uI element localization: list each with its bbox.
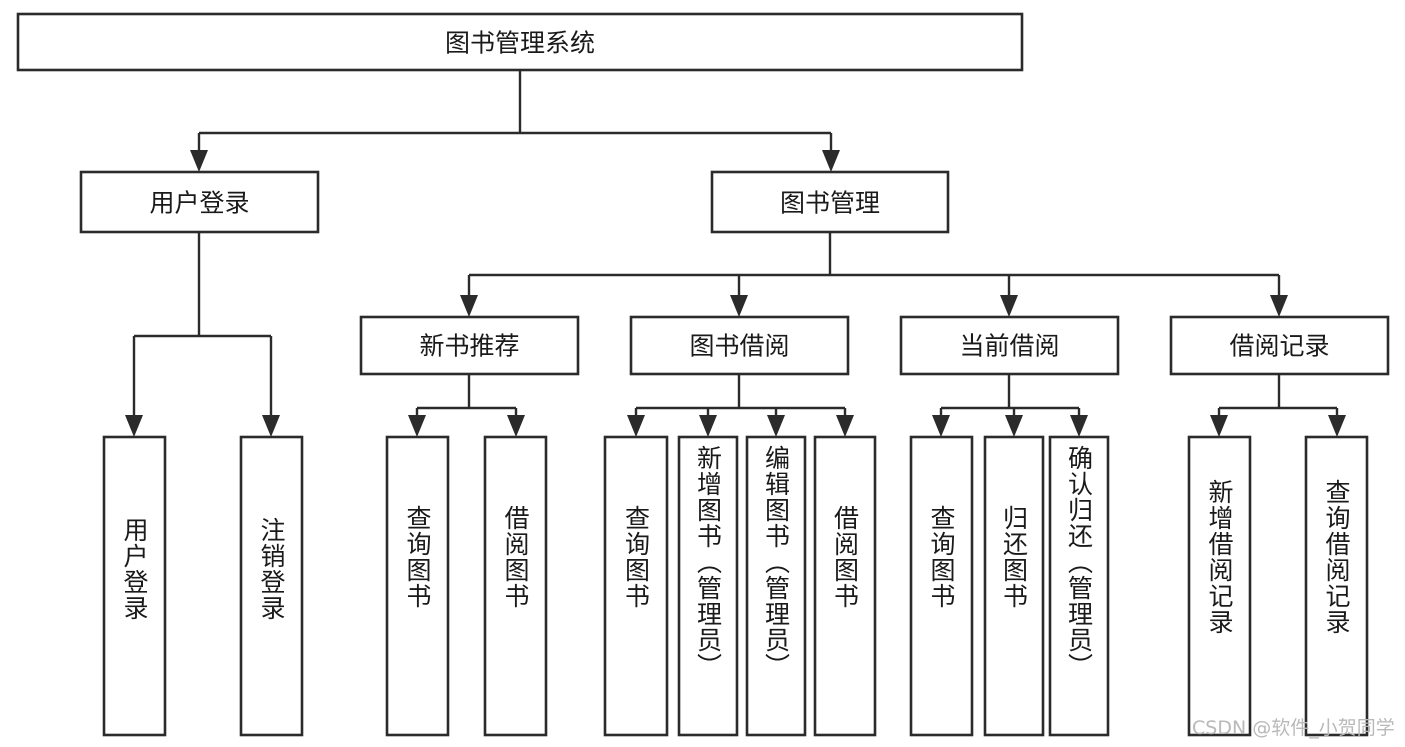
node-leaf-borrow-book-1-box[interactable] [483, 435, 548, 737]
arrow-to-leaf-query-book-1 [408, 415, 426, 437]
arrow-to-leaf-confirm-return [1070, 415, 1088, 437]
arrow-to-book-management [822, 150, 840, 172]
node-book-borrow[interactable]: 图书借阅 [629, 315, 850, 376]
node-leaf-edit-book-admin-box[interactable] [745, 435, 807, 737]
node-current-borrow-box[interactable] [899, 315, 1120, 376]
node-root-label: 图书管理系统 [445, 29, 595, 58]
node-layer: 图书管理系统 用户登录 图书管理 新书推荐 图书借阅 [16, 12, 1390, 737]
node-new-book-recommend-label: 新书推荐 [419, 332, 519, 361]
node-borrow-record[interactable]: 借阅记录 [1169, 315, 1390, 376]
arrow-to-leaf-add-borrow-rec [1210, 415, 1228, 437]
node-leaf-query-borrow-rec-box[interactable] [1304, 435, 1369, 737]
node-leaf-query-book-2-box[interactable] [603, 435, 669, 737]
arrow-to-leaf-borrow-book-2 [836, 415, 854, 437]
node-leaf-borrow-book-2-box[interactable] [813, 435, 877, 737]
arrow-to-leaf-borrow-book-1 [507, 415, 525, 437]
node-new-book-recommend-box[interactable] [359, 315, 580, 376]
arrow-to-leaf-edit-book-admin [767, 415, 785, 437]
node-borrow-record-box[interactable] [1169, 315, 1390, 376]
node-leaf-add-borrow-rec-box[interactable] [1187, 435, 1252, 737]
arrow-to-leaf-query-book-3 [932, 415, 950, 437]
node-leaf-user-logout-box[interactable] [239, 435, 304, 737]
arrow-to-current-borrow [1000, 295, 1018, 317]
arrow-to-new-book-recommend [460, 295, 478, 317]
node-leaf-confirm-return-box[interactable] [1048, 435, 1110, 737]
node-user-login-box[interactable] [79, 170, 320, 234]
node-current-borrow[interactable]: 当前借阅 [899, 315, 1120, 376]
node-book-management[interactable]: 图书管理 [710, 170, 950, 234]
node-user-login[interactable]: 用户登录 [79, 170, 320, 234]
node-new-book-recommend[interactable]: 新书推荐 [359, 315, 580, 376]
node-book-borrow-box[interactable] [629, 315, 850, 376]
node-book-management-box[interactable] [710, 170, 950, 234]
arrow-to-borrow-record [1270, 295, 1288, 317]
arrow-to-leaf-add-book-admin [699, 415, 717, 437]
node-book-management-label: 图书管理 [780, 189, 880, 218]
arrow-to-leaf-return-book [1005, 415, 1023, 437]
node-leaf-query-book-3-box[interactable] [909, 435, 974, 737]
node-root-box[interactable] [16, 12, 1024, 72]
arrow-to-leaf-query-book-2 [627, 415, 645, 437]
node-book-borrow-label: 图书借阅 [689, 332, 789, 361]
arrow-to-leaf-user-logout [262, 415, 280, 437]
node-leaf-query-book-1-box[interactable] [385, 435, 450, 737]
connector-layer [125, 70, 1346, 437]
node-root[interactable]: 图书管理系统 [16, 12, 1024, 72]
node-borrow-record-label: 借阅记录 [1229, 332, 1329, 361]
arrow-to-user-login [190, 150, 208, 172]
node-leaf-return-book-box[interactable] [983, 435, 1045, 737]
node-leaf-add-book-admin-box[interactable] [677, 435, 739, 737]
node-leaf-user-login-box[interactable] [102, 435, 167, 737]
arrow-to-book-borrow [730, 295, 748, 317]
arrow-to-leaf-user-login [125, 415, 143, 437]
arrow-to-leaf-query-borrow-rec [1328, 415, 1346, 437]
node-current-borrow-label: 当前借阅 [959, 332, 1059, 361]
node-user-login-label: 用户登录 [149, 189, 249, 218]
